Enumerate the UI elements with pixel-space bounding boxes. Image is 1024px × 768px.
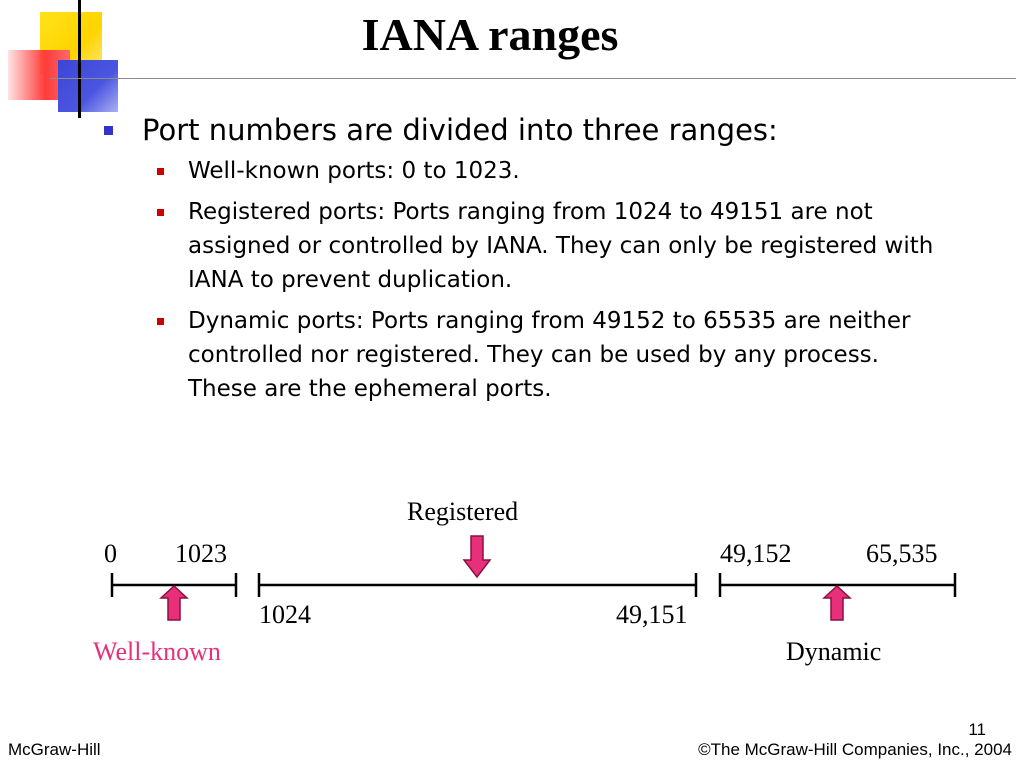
registered-label: Registered <box>407 497 518 526</box>
sub-bullet-text: Well-known ports: 0 to 1023. <box>188 158 520 184</box>
bullet-main-text: Port numbers are divided into three rang… <box>142 113 778 147</box>
footer-publisher: McGraw-Hill <box>8 740 101 759</box>
sub-bullet-registered: Registered ports: Ports ranging from 102… <box>100 195 948 297</box>
red-square-bullet-icon <box>157 209 164 216</box>
well-known-up-arrow-icon <box>159 584 189 621</box>
port-range-diagram: 0 1023 Well-known Registered 1024 49,151… <box>93 497 957 666</box>
bullet-main: Port numbers are divided into three rang… <box>100 110 980 150</box>
bullet-list: Port numbers are divided into three rang… <box>100 110 980 413</box>
corner-logo <box>0 0 140 130</box>
red-square-bullet-icon <box>157 168 164 175</box>
page-number: 11 <box>968 720 986 739</box>
blue-square-bullet-icon <box>104 126 113 135</box>
logo-blue-square <box>58 60 118 112</box>
registered-end-label: 49,151 <box>616 600 688 629</box>
sub-bullet-list: Well-known ports: 0 to 1023. Registered … <box>100 154 980 406</box>
slide-title: IANA ranges <box>0 8 1024 61</box>
dynamic-end-label: 65,535 <box>866 539 938 568</box>
well-known-start-label: 0 <box>104 539 117 568</box>
dynamic-start-label: 49,152 <box>720 539 792 568</box>
registered-start-label: 1024 <box>259 600 311 629</box>
sub-bullet-dynamic: Dynamic ports: Ports ranging from 49152 … <box>100 304 948 406</box>
registered-down-arrow-icon <box>462 535 492 579</box>
well-known-label: Well-known <box>93 637 221 666</box>
red-square-bullet-icon <box>157 318 164 325</box>
sub-bullet-well-known: Well-known ports: 0 to 1023. <box>100 154 948 188</box>
footer-copyright: ©The McGraw-Hill Companies, Inc., 2004 <box>698 740 1012 759</box>
sub-bullet-text: Registered ports: Ports ranging from 102… <box>188 199 934 293</box>
logo-vertical-line <box>78 0 81 118</box>
well-known-end-label: 1023 <box>175 539 227 568</box>
title-rule <box>50 78 1016 79</box>
dynamic-up-arrow-icon <box>822 584 852 621</box>
sub-bullet-text: Dynamic ports: Ports ranging from 49152 … <box>188 308 911 402</box>
slide-title-text: IANA ranges <box>361 9 619 60</box>
dynamic-label: Dynamic <box>786 637 881 666</box>
